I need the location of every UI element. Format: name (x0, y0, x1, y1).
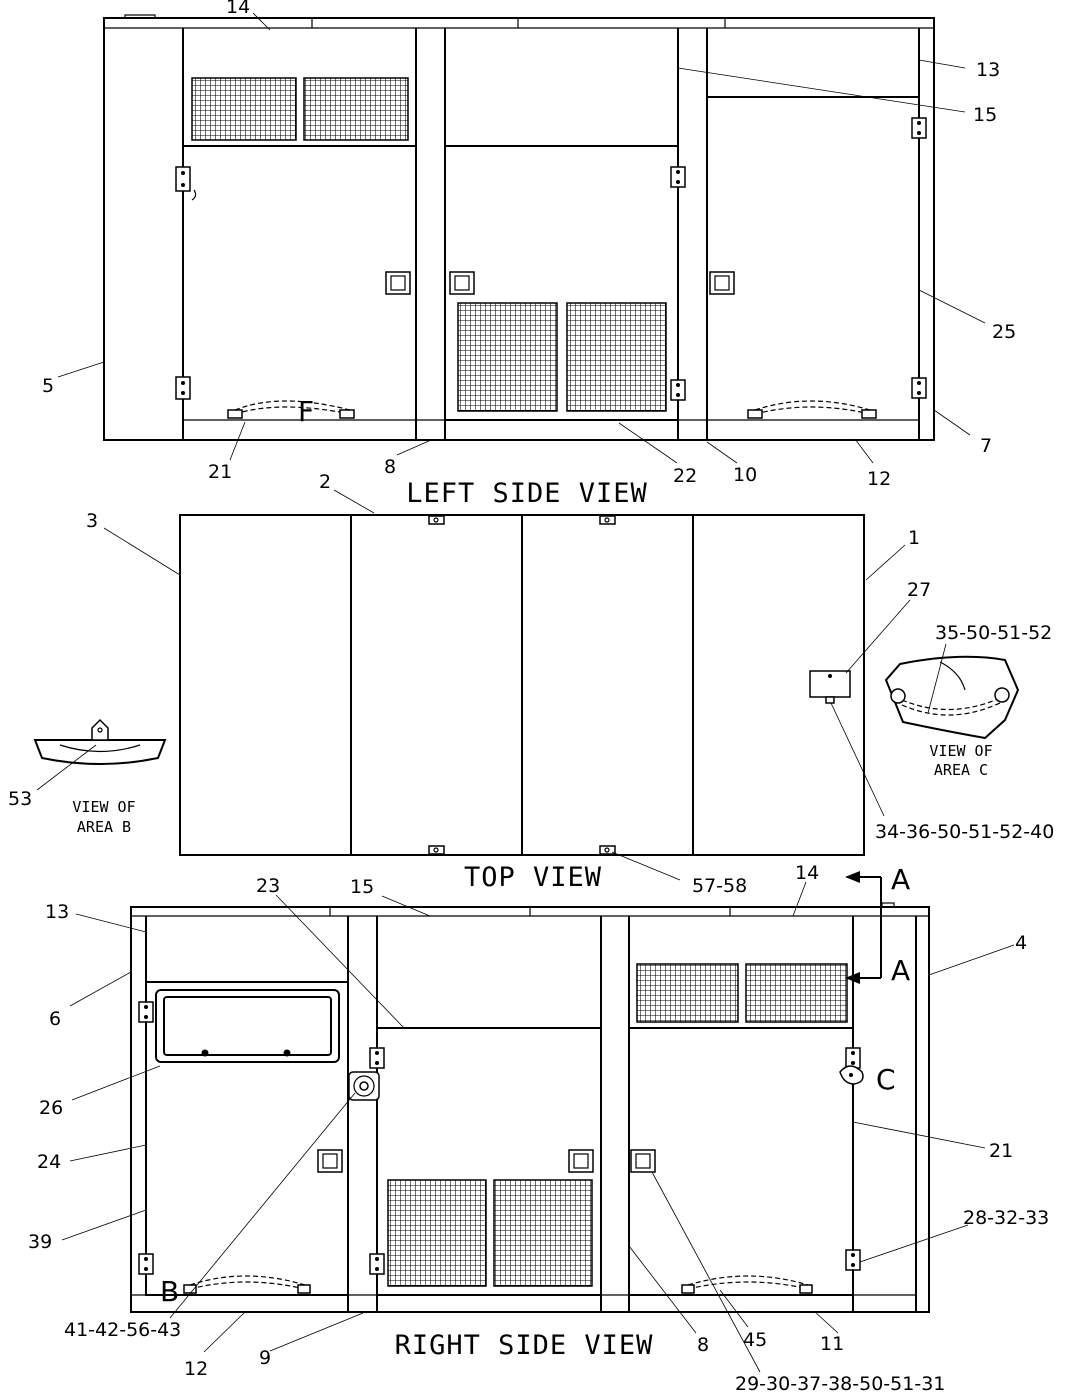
callout-22: 22 (673, 465, 697, 487)
hinge-icon (911, 377, 927, 399)
right-view-louver (745, 963, 848, 1023)
callout-45: 45 (743, 1329, 767, 1351)
hinge-icon (911, 117, 927, 139)
callout-21: 21 (208, 461, 232, 483)
callout-24: 24 (37, 1151, 61, 1173)
door-latch-icon (317, 1149, 343, 1173)
area-marker-c: C (876, 1063, 896, 1096)
right-view-louver (493, 1179, 593, 1287)
callout-1: 1 (908, 527, 920, 549)
callout-23: 23 (256, 875, 280, 897)
area-marker-f: F (298, 395, 314, 428)
callout-35-50-51-52: 35-50-51-52 (935, 622, 1052, 644)
callout-28-32-33: 28-32-33 (963, 1207, 1049, 1229)
callout-7: 7 (980, 435, 992, 457)
lift-handle-icon (747, 400, 877, 419)
callout-29-30-37-38-50-51-31: 29-30-37-38-50-51-31 (735, 1373, 945, 1395)
detail-view-area-c: VIEW OF AREA C (884, 655, 1020, 779)
callout-57-58: 57-58 (692, 875, 747, 897)
hinge-icon (369, 1253, 385, 1275)
lifting-eye-icon (599, 515, 616, 525)
left-view-louver (191, 77, 297, 141)
callout-34-36-50-51-52-40: 34-36-50-51-52-40 (875, 821, 1054, 843)
hinge-icon (138, 1253, 154, 1275)
lifting-eye-icon (428, 845, 445, 855)
top-view: TOP VIEW VIEW OF AREA B VIEW OF AREA C (8, 471, 1054, 897)
left-side-view-title: LEFT SIDE VIEW (406, 478, 648, 509)
callout-8: 8 (697, 1334, 709, 1356)
area-marker-b: B (160, 1275, 179, 1308)
rain-cap-icon (809, 670, 851, 704)
callout-27: 27 (907, 579, 931, 601)
hinge-icon (670, 166, 686, 188)
callout-13: 13 (45, 901, 69, 923)
callout-4: 4 (1015, 932, 1027, 954)
callout-8: 8 (384, 456, 396, 478)
door-latch-icon (709, 271, 735, 295)
lift-handle-icon (227, 400, 355, 419)
hinge-icon (845, 1047, 861, 1069)
lift-handle-icon (681, 1275, 813, 1294)
callout-11: 11 (820, 1333, 844, 1355)
door-latch-icon (568, 1149, 594, 1173)
svg-text:VIEW OF: VIEW OF (929, 742, 992, 760)
callout-15: 15 (973, 104, 997, 126)
hinge-icon (845, 1249, 861, 1271)
detail-view-area-b: VIEW OF AREA B (33, 718, 167, 836)
left-view-louver (303, 77, 409, 141)
right-view-louver (636, 963, 739, 1023)
door-latch-icon (630, 1149, 656, 1173)
right-view-louver (387, 1179, 487, 1287)
hinge-icon (670, 379, 686, 401)
callout-2: 2 (319, 471, 331, 493)
lock-icon (839, 1065, 864, 1085)
section-marker-a-bottom: A (891, 954, 910, 987)
left-view-louver (457, 302, 558, 412)
fuel-cap-icon (348, 1071, 380, 1101)
hinge-icon (175, 376, 191, 400)
section-a-arrows: A A (845, 863, 910, 987)
callout-15: 15 (350, 876, 374, 898)
callout-10: 10 (733, 464, 757, 486)
hinge-icon (369, 1047, 385, 1069)
left-side-view: F LEFT SIDE VIEW 14 13 15 25 5 7 21 8 22… (42, 0, 1016, 509)
lifting-eye-icon (599, 845, 616, 855)
callout-5: 5 (42, 375, 54, 397)
svg-text:AREA C: AREA C (934, 761, 988, 779)
svg-text:VIEW OF: VIEW OF (72, 798, 135, 816)
callout-21: 21 (989, 1140, 1013, 1162)
callout-14: 14 (226, 0, 250, 18)
callout-13: 13 (976, 59, 1000, 81)
callout-12: 12 (184, 1358, 208, 1380)
callout-12: 12 (867, 468, 891, 490)
callout-14: 14 (795, 862, 819, 884)
left-view-louver (566, 302, 667, 412)
right-side-view-title: RIGHT SIDE VIEW (395, 1330, 654, 1361)
callout-3: 3 (86, 510, 98, 532)
hinge-icon (175, 166, 191, 192)
lift-handle-icon (183, 1275, 311, 1294)
top-view-title: TOP VIEW (464, 862, 602, 893)
callout-26: 26 (39, 1097, 63, 1119)
callout-41-42-56-43: 41-42-56-43 (64, 1319, 181, 1341)
callout-9: 9 (259, 1347, 271, 1369)
svg-text:AREA B: AREA B (77, 818, 131, 836)
callout-39: 39 (28, 1231, 52, 1253)
callout-53: 53 (8, 788, 32, 810)
door-latch-icon (449, 271, 475, 295)
window-panel (155, 989, 340, 1063)
right-side-view: B C A A RIGHT SIDE VIEW 2 (28, 862, 1049, 1395)
callout-25: 25 (992, 321, 1016, 343)
hinge-icon (138, 1001, 154, 1023)
lifting-eye-icon (428, 515, 445, 525)
callout-6: 6 (49, 1008, 61, 1030)
door-latch-icon (385, 271, 411, 295)
section-marker-a-top: A (891, 863, 910, 896)
